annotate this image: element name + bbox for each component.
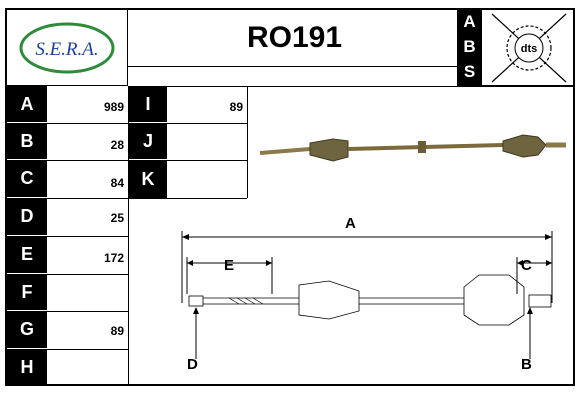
letter-b: B <box>7 123 47 160</box>
label-e: E <box>224 257 235 274</box>
logo-cell: S.E.R.A. <box>7 10 128 86</box>
value-c: 84 <box>110 176 124 190</box>
letter-k: K <box>129 160 167 198</box>
part-number-title: RO191 <box>246 21 343 54</box>
spec-sheet: S.E.R.A. RO191 A B S dts A B C D E F G H… <box>5 8 575 386</box>
abs-letter-s: S <box>463 62 476 81</box>
abs-letter-b: B <box>463 37 476 56</box>
dts-stamp: dts <box>491 13 567 83</box>
driveshaft-photo <box>259 134 566 162</box>
value-d: 25 <box>110 211 124 225</box>
label-d: D <box>187 356 198 373</box>
letter-f: F <box>7 274 47 311</box>
label-a: A <box>345 215 356 232</box>
letter-e: E <box>7 236 47 274</box>
sera-logo: S.E.R.A. <box>19 22 115 74</box>
letter-h: H <box>7 349 47 386</box>
dts-text: dts <box>521 43 538 55</box>
letter-g: G <box>7 311 47 349</box>
brand-text: S.E.R.A. <box>35 39 98 60</box>
abs-strip: A B S <box>457 10 482 86</box>
label-b: B <box>521 356 532 373</box>
letter-d: D <box>7 198 47 236</box>
value-a: 989 <box>103 100 124 114</box>
value-g: 89 <box>110 324 124 338</box>
dts-stamp-cell: dts <box>482 10 575 86</box>
letter-a: A <box>7 86 47 123</box>
label-c: C <box>521 257 532 274</box>
letter-c: C <box>7 160 47 198</box>
letter-i: I <box>129 86 167 123</box>
letter-j: J <box>129 123 167 160</box>
abs-letter-a: A <box>463 12 476 31</box>
value-b: 28 <box>110 138 124 152</box>
value-e: 172 <box>103 251 124 265</box>
dimension-diagram <box>181 231 553 359</box>
value-i: 89 <box>229 100 243 114</box>
